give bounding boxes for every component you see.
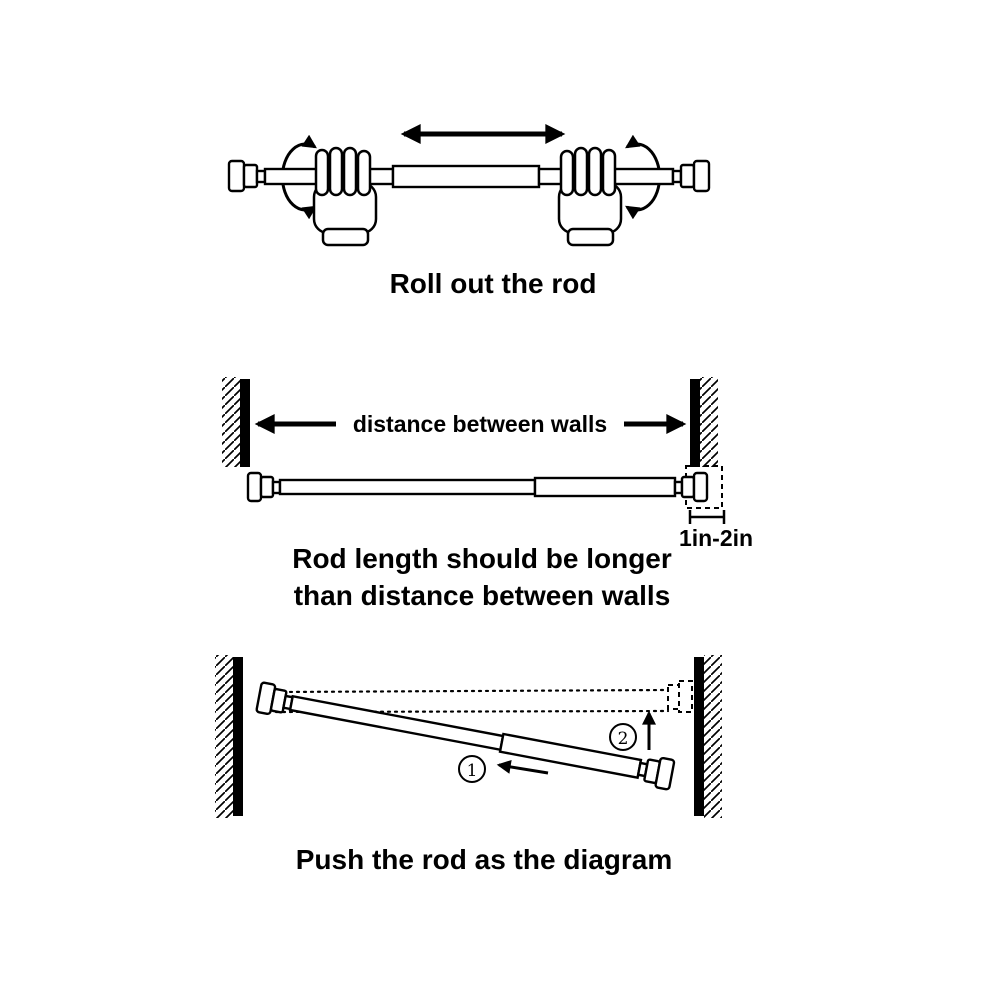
- panel2-caption-line1: Rod length should be longer: [292, 543, 672, 574]
- panel2-caption-line2: than distance between walls: [294, 580, 671, 611]
- panel3-caption: Push the rod as the diagram: [296, 844, 673, 875]
- panel-roll-out: Roll out the rod: [227, 124, 711, 299]
- left-hand: [312, 146, 378, 247]
- step2-number: 2: [618, 729, 629, 749]
- right-wall-3: [694, 655, 722, 818]
- gap-measure: [688, 510, 726, 524]
- right-wall: [690, 377, 718, 467]
- step2-badge: 2: [609, 723, 637, 751]
- tension-rod-angled: [255, 681, 676, 791]
- panel-push-rod: 1 2 Push the rod as the diagram: [215, 655, 722, 875]
- tension-rod-2: [246, 471, 709, 503]
- left-wall: [222, 377, 250, 467]
- step1-arrow-icon: [496, 759, 549, 775]
- distance-label: distance between walls: [353, 411, 607, 437]
- step1-badge: 1: [458, 755, 486, 783]
- right-hand: [557, 146, 623, 247]
- left-wall-3: [215, 655, 243, 818]
- gap-label: 1in-2in: [679, 525, 753, 551]
- panel1-caption: Roll out the rod: [390, 268, 597, 299]
- panel-rod-length: distance between walls 1in-2in Rod lengt…: [222, 377, 753, 611]
- tension-rod: [227, 159, 711, 193]
- step1-number: 1: [467, 761, 478, 781]
